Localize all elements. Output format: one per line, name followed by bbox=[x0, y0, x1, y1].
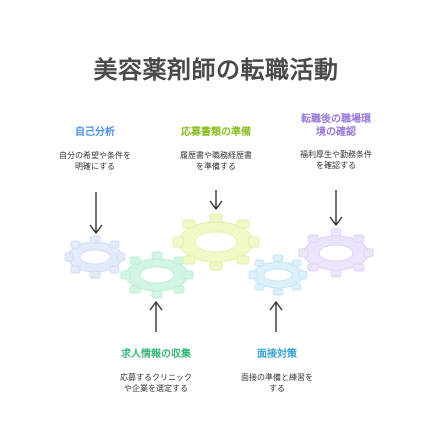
page-title: 美容薬剤師の転職活動 bbox=[93, 56, 339, 84]
step-desc-interview: 面接の準備と練習を する bbox=[222, 372, 332, 394]
step-desc-job-info: 応募するクリニック や企業を選定する bbox=[100, 372, 212, 394]
step-title-documents: 応募書類の準備 bbox=[181, 127, 251, 138]
step-title-job-info: 求人情報の収集 bbox=[121, 349, 191, 360]
step-desc-line: 履歴書や職務経歴書 bbox=[180, 151, 252, 160]
gear-icon-documents bbox=[172, 213, 260, 271]
step-desc-line: を準備する bbox=[196, 162, 236, 171]
step-desc-confirm: 福利厚生や勤務条件 を確認する bbox=[280, 149, 392, 171]
step-documents: 応募書類の準備 履歴書や職務経歴書 を準備する bbox=[158, 126, 274, 172]
step-desc-line: や企業を選定する bbox=[124, 384, 188, 393]
step-title-interview: 面接対策 bbox=[257, 349, 297, 360]
step-title-line: 転職後の職場環 bbox=[301, 114, 371, 125]
arrow-up-interview bbox=[269, 300, 283, 332]
step-confirm: 転職後の職場環 境の確認 福利厚生や勤務条件 を確認する bbox=[280, 113, 392, 171]
step-job-info: 求人情報の収集 応募するクリニック や企業を選定する bbox=[100, 348, 212, 394]
step-title-confirm: 転職後の職場環 境の確認 bbox=[280, 113, 392, 139]
step-desc-line: 面接の準備と練習を bbox=[241, 373, 313, 382]
gear-icon-self-analysis bbox=[64, 235, 126, 279]
step-self-analysis: 自己分析 自分の希望や条件を 明確にする bbox=[40, 126, 150, 172]
step-desc-line: を確認する bbox=[316, 161, 356, 170]
step-desc-documents: 履歴書や職務経歴書 を準備する bbox=[158, 150, 274, 172]
step-title-self-analysis: 自己分析 bbox=[75, 127, 115, 138]
arrow-down-documents bbox=[209, 190, 223, 211]
step-desc-self-analysis: 自分の希望や条件を 明確にする bbox=[40, 150, 150, 172]
gear-icon-job-info bbox=[120, 251, 194, 299]
arrow-down-confirm bbox=[329, 190, 343, 227]
arrow-up-job-info bbox=[149, 300, 163, 332]
step-desc-line: 応募するクリニック bbox=[120, 373, 192, 382]
gear-icon-interview bbox=[248, 254, 308, 296]
step-interview: 面接対策 面接の準備と練習を する bbox=[222, 348, 332, 394]
gear-icon-confirm bbox=[298, 228, 374, 278]
arrow-down-self-analysis bbox=[89, 192, 103, 235]
step-title-line: 境の確認 bbox=[316, 127, 356, 138]
step-desc-line: 福利厚生や勤務条件 bbox=[300, 150, 372, 159]
step-desc-line: 自分の希望や条件を bbox=[59, 151, 131, 160]
step-desc-line: 明確にする bbox=[74, 162, 116, 171]
step-desc-line: する bbox=[269, 384, 285, 393]
